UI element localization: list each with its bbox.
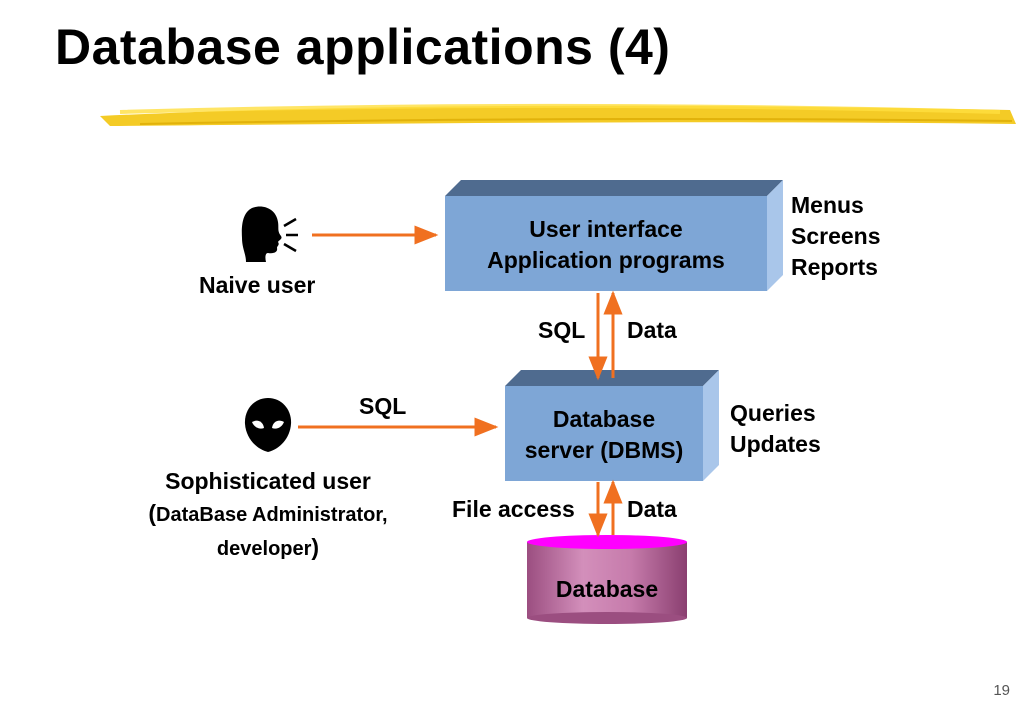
ui-side-item-menus: Menus [791, 192, 864, 218]
data-label-upper: Data [627, 317, 677, 343]
ui-side-item-reports: Reports [791, 254, 878, 280]
sophisticated-user-line1: Sophisticated user [165, 468, 371, 494]
ui-box-shape [445, 180, 783, 291]
page-number: 19 [993, 682, 1010, 699]
speaking-head-icon [241, 206, 298, 262]
slide-title: Database applications (4) [55, 19, 671, 75]
dbms-side-item-updates: Updates [730, 431, 821, 457]
dbms-box-line1: Database [552, 406, 656, 432]
database-label: Database [555, 576, 659, 602]
ui-box-line2: Application programs [487, 247, 725, 273]
title-underline [100, 104, 1016, 126]
ui-side-list: Menus Screens Reports [791, 190, 881, 283]
paren-close: ) [311, 534, 320, 560]
dbms-box-shape [505, 370, 719, 481]
dbms-box-line2: server (DBMS) [524, 437, 684, 463]
naive-user-label: Naive user [199, 272, 316, 298]
sophisticated-user-role: DataBase Administrator, [156, 504, 388, 526]
dbms-box-text: Database server (DBMS) [505, 404, 703, 466]
sql-label: SQL [538, 317, 586, 343]
sophisticated-user-label: Sophisticated user (DataBase Administrat… [118, 465, 418, 565]
alien-head-icon [244, 398, 292, 452]
data-label-lower: Data [627, 496, 677, 522]
dbms-side-item-queries: Queries [730, 400, 816, 426]
sophisticated-sql-label: SQL [359, 393, 407, 419]
file-access-label: File access [452, 496, 575, 522]
ui-box-line1: User interface [529, 216, 683, 242]
paren-open: ( [148, 500, 157, 526]
database-cylinder [527, 535, 687, 624]
ui-box-text: User interface Application programs [445, 214, 767, 276]
sophisticated-user-line3: developer) [118, 531, 418, 565]
sophisticated-user-line2: (DataBase Administrator, [118, 497, 418, 531]
sophisticated-user-dev: developer [216, 538, 312, 560]
ui-side-item-screens: Screens [791, 223, 881, 249]
dbms-side-list: Queries Updates [730, 398, 821, 460]
